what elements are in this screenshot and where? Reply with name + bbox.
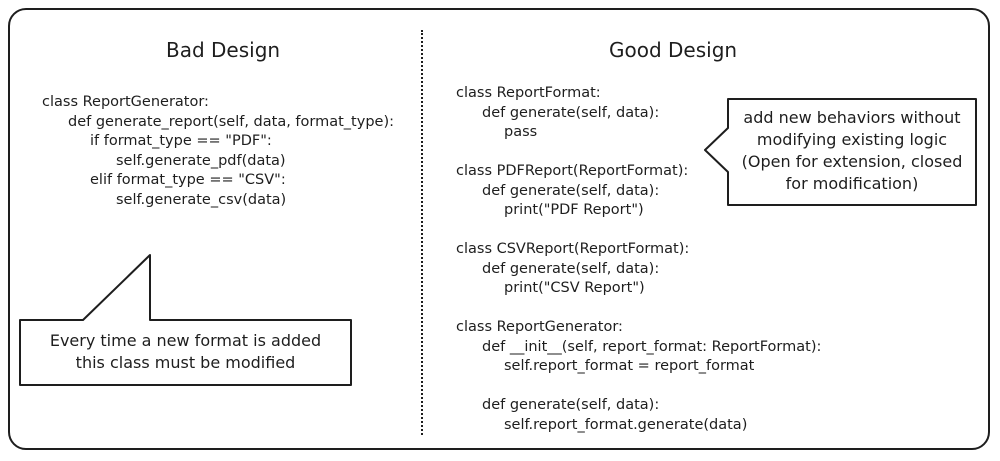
good-design-code: class ReportFormat: def generate(self, d… bbox=[456, 84, 821, 435]
note-line: (Open for extension, closed bbox=[741, 152, 963, 171]
code-line: elif format_type == "CSV": bbox=[90, 172, 286, 188]
code-line: self.generate_csv(data) bbox=[116, 191, 287, 208]
good-design-title: Good Design bbox=[609, 38, 738, 62]
code-line: self.report_format = report_format bbox=[504, 358, 755, 374]
code-line: class ReportFormat: bbox=[456, 85, 601, 101]
bad-note-callout bbox=[19, 254, 352, 386]
bad-design-code: class ReportGenerator: def generate_repo… bbox=[42, 93, 394, 210]
code-line: pass bbox=[504, 124, 538, 140]
code-line: def generate(self, data): bbox=[482, 260, 660, 277]
note-line: add new behaviors without bbox=[743, 108, 961, 127]
code-line: class CSVReport(ReportFormat): bbox=[456, 241, 690, 257]
code-line: def __init__(self, report_format: Report… bbox=[482, 338, 822, 355]
code-line: def generate(self, data): bbox=[482, 397, 660, 413]
code-line: print("CSV Report") bbox=[504, 280, 645, 296]
bad-design-title: Bad Design bbox=[166, 38, 281, 62]
good-design-note: add new behaviors without modifying exis… bbox=[728, 107, 976, 195]
code-line: class PDFReport(ReportFormat): bbox=[456, 163, 689, 179]
bad-design-note: Every time a new format is added this cl… bbox=[20, 330, 351, 374]
code-line: class ReportGenerator: bbox=[456, 319, 623, 335]
code-line: def generate(self, data): bbox=[482, 182, 660, 199]
code-line: def generate_report(self, data, format_t… bbox=[68, 113, 394, 130]
code-line: def generate(self, data): bbox=[482, 104, 660, 121]
note-line: this class must be modified bbox=[75, 353, 296, 372]
note-line: Every time a new format is added bbox=[49, 331, 322, 350]
good-note-callout bbox=[704, 98, 977, 206]
note-line: modifying existing logic bbox=[756, 130, 948, 149]
diagram-frame bbox=[8, 8, 990, 450]
note-line: for modification) bbox=[785, 174, 919, 193]
code-line: print("PDF Report") bbox=[504, 202, 644, 218]
code-line: self.generate_pdf(data) bbox=[116, 152, 286, 169]
code-line: if format_type == "PDF": bbox=[90, 133, 272, 149]
code-line: class ReportGenerator: bbox=[42, 94, 209, 110]
code-line: self.report_format.generate(data) bbox=[504, 416, 748, 433]
section-divider bbox=[421, 30, 423, 435]
